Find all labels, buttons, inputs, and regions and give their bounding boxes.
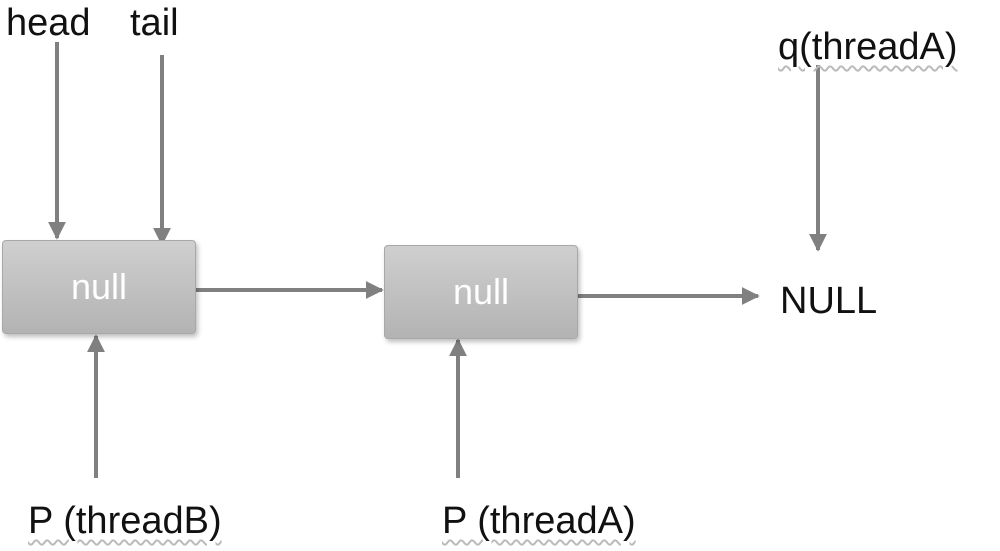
tail-label: tail (130, 2, 179, 44)
list-node-1: null (2, 240, 196, 334)
q-thread-a-label: q(threadA) (778, 26, 958, 68)
node-2-value: null (452, 271, 510, 312)
null-terminal-label: NULL (780, 280, 878, 322)
p-thread-a-label: P (threadA) (442, 500, 636, 542)
node-1-value: null (70, 266, 128, 307)
list-node-2: null (384, 245, 578, 339)
head-label: head (6, 2, 91, 44)
p-thread-b-label: P (threadB) (28, 500, 222, 542)
